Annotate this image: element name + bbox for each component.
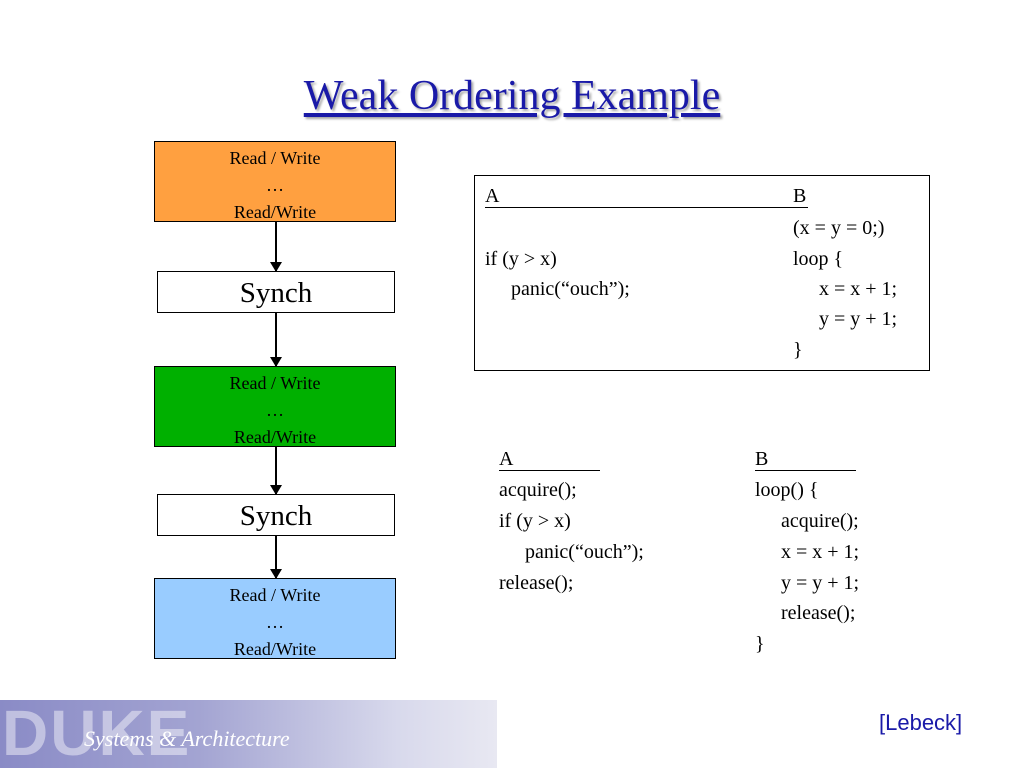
example-2-b-line: loop() { (755, 479, 819, 501)
example-1-b-header: B (793, 185, 807, 207)
example-2-b-line: x = x + 1; (781, 541, 860, 563)
block-line: Read / Write (229, 373, 321, 393)
arrow-down-icon (270, 536, 282, 579)
block-line: Read / Write (229, 148, 321, 168)
example-2-a-line: if (y > x) (499, 510, 571, 532)
block-line: Read / Write (229, 585, 321, 605)
example-1-a-line: panic(“ouch”); (511, 278, 630, 300)
arrow-down-icon (270, 313, 282, 367)
block-line: … (266, 400, 284, 420)
footer-band: DUKE Systems & Architecture (0, 700, 497, 768)
example-2-b-line: release(); (781, 602, 856, 624)
synch-box-1: Synch (157, 271, 395, 313)
example-1-header-underline (485, 207, 808, 208)
example-2-b-header: B (755, 448, 769, 470)
block-line: Read/Write (233, 202, 317, 222)
arrow-down-icon (270, 222, 282, 272)
example-1-a-line: if (y > x) (485, 248, 557, 270)
example-2-b-line: acquire(); (781, 510, 859, 532)
slide-title: Weak Ordering Example (303, 73, 721, 119)
example-2-b-line: y = y + 1; (781, 572, 860, 594)
example-2-b-line: } (755, 633, 765, 655)
citation: [Lebeck] (879, 710, 963, 735)
read-write-block-1: Read / Write … Read/Write (154, 141, 396, 222)
example-1-code-box (474, 175, 930, 371)
arrow-down-icon (270, 447, 282, 495)
block-line: Read/Write (233, 427, 317, 447)
example-1-b-line: y = y + 1; (819, 308, 898, 330)
example-2-a-line: panic(“ouch”); (525, 541, 644, 563)
example-1-b-line: } (793, 339, 803, 361)
example-2-a-line: acquire(); (499, 479, 577, 501)
example-2-a-underline (499, 470, 600, 471)
read-write-block-2: Read / Write … Read/Write (154, 366, 396, 447)
example-1-b-line: (x = y = 0;) (793, 217, 885, 239)
duke-logo: DUKE (2, 700, 192, 768)
example-1-b-line: x = x + 1; (819, 278, 898, 300)
example-2-a-line: release(); (499, 572, 574, 594)
block-line: … (266, 612, 284, 632)
synch-box-2: Synch (157, 494, 395, 536)
footer-subtitle: Systems & Architecture (84, 726, 290, 751)
block-line: Read/Write (233, 639, 317, 659)
block-line: … (266, 175, 284, 195)
read-write-block-3: Read / Write … Read/Write (154, 578, 396, 659)
example-1-a-header: A (485, 185, 500, 207)
example-2-a-header: A (499, 448, 514, 470)
example-2-b-underline (755, 470, 856, 471)
example-1-b-line: loop { (793, 248, 844, 270)
